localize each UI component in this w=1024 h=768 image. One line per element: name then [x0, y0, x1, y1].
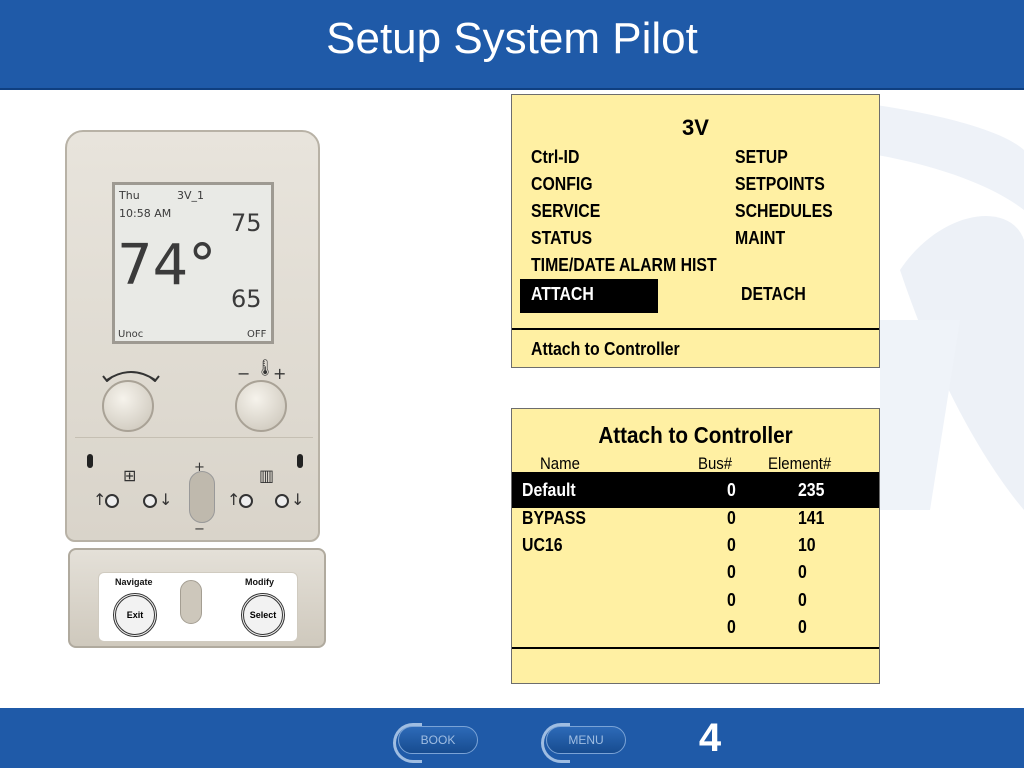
attach-screen: Attach to Controller Name Bus# Element# … [511, 408, 880, 684]
menu-item-service[interactable]: SERVICE [531, 201, 601, 221]
menu-item-ctrl-id[interactable]: Ctrl-ID [531, 147, 580, 167]
attach-divider [512, 647, 879, 649]
navigate-knob[interactable] [102, 380, 154, 432]
menu-item-schedules[interactable]: SCHEDULES [735, 201, 833, 221]
thermostat-door: Navigate Modify Exit Select [68, 548, 326, 648]
menu-item-time-date-alarm-hist[interactable]: TIME/DATE ALARM HIST [531, 255, 717, 275]
lcd-temperature: 74° [117, 233, 217, 298]
button-panel: ⊞ ▥ + − ↑ ↓ ↑ ↓ [75, 437, 313, 537]
right-button-1[interactable] [239, 494, 253, 508]
row-element: 10 [798, 535, 816, 555]
lcd-heat-setpoint: 75 [231, 209, 262, 237]
modify-caption: Modify [245, 577, 274, 587]
select-button[interactable]: Select [241, 593, 285, 637]
menu-divider [512, 328, 879, 330]
right-button-2[interactable] [275, 494, 289, 508]
row-bus: 0 [727, 590, 736, 610]
row-bus: 0 [727, 562, 736, 582]
menu-item-config[interactable]: CONFIG [531, 174, 593, 194]
rotate-arrows-icon [102, 371, 160, 382]
down-arrow-icon: ↓ [291, 490, 305, 509]
row-element: 141 [798, 508, 825, 528]
fan-mode-icon: ⊞ [123, 466, 137, 485]
display-mode-icon: ▥ [259, 466, 275, 485]
increase-icon: + [194, 460, 205, 475]
row-element: 0 [798, 562, 807, 582]
row-element: 235 [798, 480, 825, 500]
slide-header: Setup System Pilot [0, 0, 1024, 90]
row-name: Default [522, 480, 576, 500]
row-bus: 0 [727, 617, 736, 637]
menu-item-maint[interactable]: MAINT [735, 228, 786, 248]
left-button-1[interactable] [105, 494, 119, 508]
up-arrow-icon: ↑ [93, 490, 107, 509]
up-arrow-icon: ↑ [227, 490, 241, 509]
temp-plus-label: + [273, 364, 287, 383]
book-button[interactable]: BOOK [393, 723, 478, 763]
row-name: BYPASS [522, 508, 586, 528]
menu-item-setpoints[interactable]: SETPOINTS [735, 174, 825, 194]
row-element: 0 [798, 590, 807, 610]
column-header-name: Name [540, 454, 580, 473]
row-name: UC16 [522, 535, 563, 555]
slide-title: Setup System Pilot [326, 14, 698, 63]
lcd-day: Thu [119, 189, 140, 202]
navigate-caption: Navigate [115, 577, 153, 587]
down-arrow-icon: ↓ [159, 490, 173, 509]
door-latch[interactable] [180, 580, 202, 624]
lcd-display: Thu 3V_1 10:58 AM 74° 75 65 Unoc OFF [112, 182, 274, 344]
menu-status-text: Attach to Controller [531, 339, 680, 359]
selection-highlight [520, 279, 658, 313]
lcd-time: 10:58 AM [119, 207, 172, 220]
slide-footer: BOOK MENU 4 [0, 708, 1024, 768]
column-header-bus: Bus# [698, 454, 733, 473]
lcd-occupancy: Unoc [118, 329, 144, 340]
menu-screen: 3V Ctrl-ID CONFIG SERVICE STATUS TIME/DA… [511, 94, 880, 368]
left-indicator-slot [87, 454, 93, 468]
lcd-cool-setpoint: 65 [231, 285, 262, 313]
thermometer-icon: 🌡 [255, 358, 276, 377]
menu-item-setup[interactable]: SETUP [735, 147, 788, 167]
temp-minus-label: − [237, 364, 251, 383]
menu-button[interactable]: MENU [541, 723, 626, 763]
temperature-knob[interactable] [235, 380, 287, 432]
menu-item-attach[interactable]: ATTACH [531, 284, 594, 304]
row-bus: 0 [727, 508, 736, 528]
center-rocker-switch[interactable] [189, 471, 215, 523]
lcd-zone: 3V_1 [177, 189, 205, 202]
row-bus: 0 [727, 535, 736, 555]
menu-screen-title: 3V [682, 115, 709, 140]
column-header-element: Element# [768, 454, 832, 473]
menu-item-status[interactable]: STATUS [531, 228, 593, 248]
exit-button[interactable]: Exit [113, 593, 157, 637]
selected-row-highlight [512, 472, 879, 508]
decrease-icon: − [194, 522, 205, 537]
attach-screen-title: Attach to Controller [598, 422, 793, 448]
menu-item-detach[interactable]: DETACH [741, 284, 806, 304]
right-indicator-slot [297, 454, 303, 468]
page-number: 4 [698, 716, 722, 760]
row-element: 0 [798, 617, 807, 637]
lcd-fan-status: OFF [247, 329, 267, 340]
row-bus: 0 [727, 480, 736, 500]
thermostat-device: Thu 3V_1 10:58 AM 74° 75 65 Unoc OFF − 🌡… [65, 130, 320, 542]
left-button-2[interactable] [143, 494, 157, 508]
